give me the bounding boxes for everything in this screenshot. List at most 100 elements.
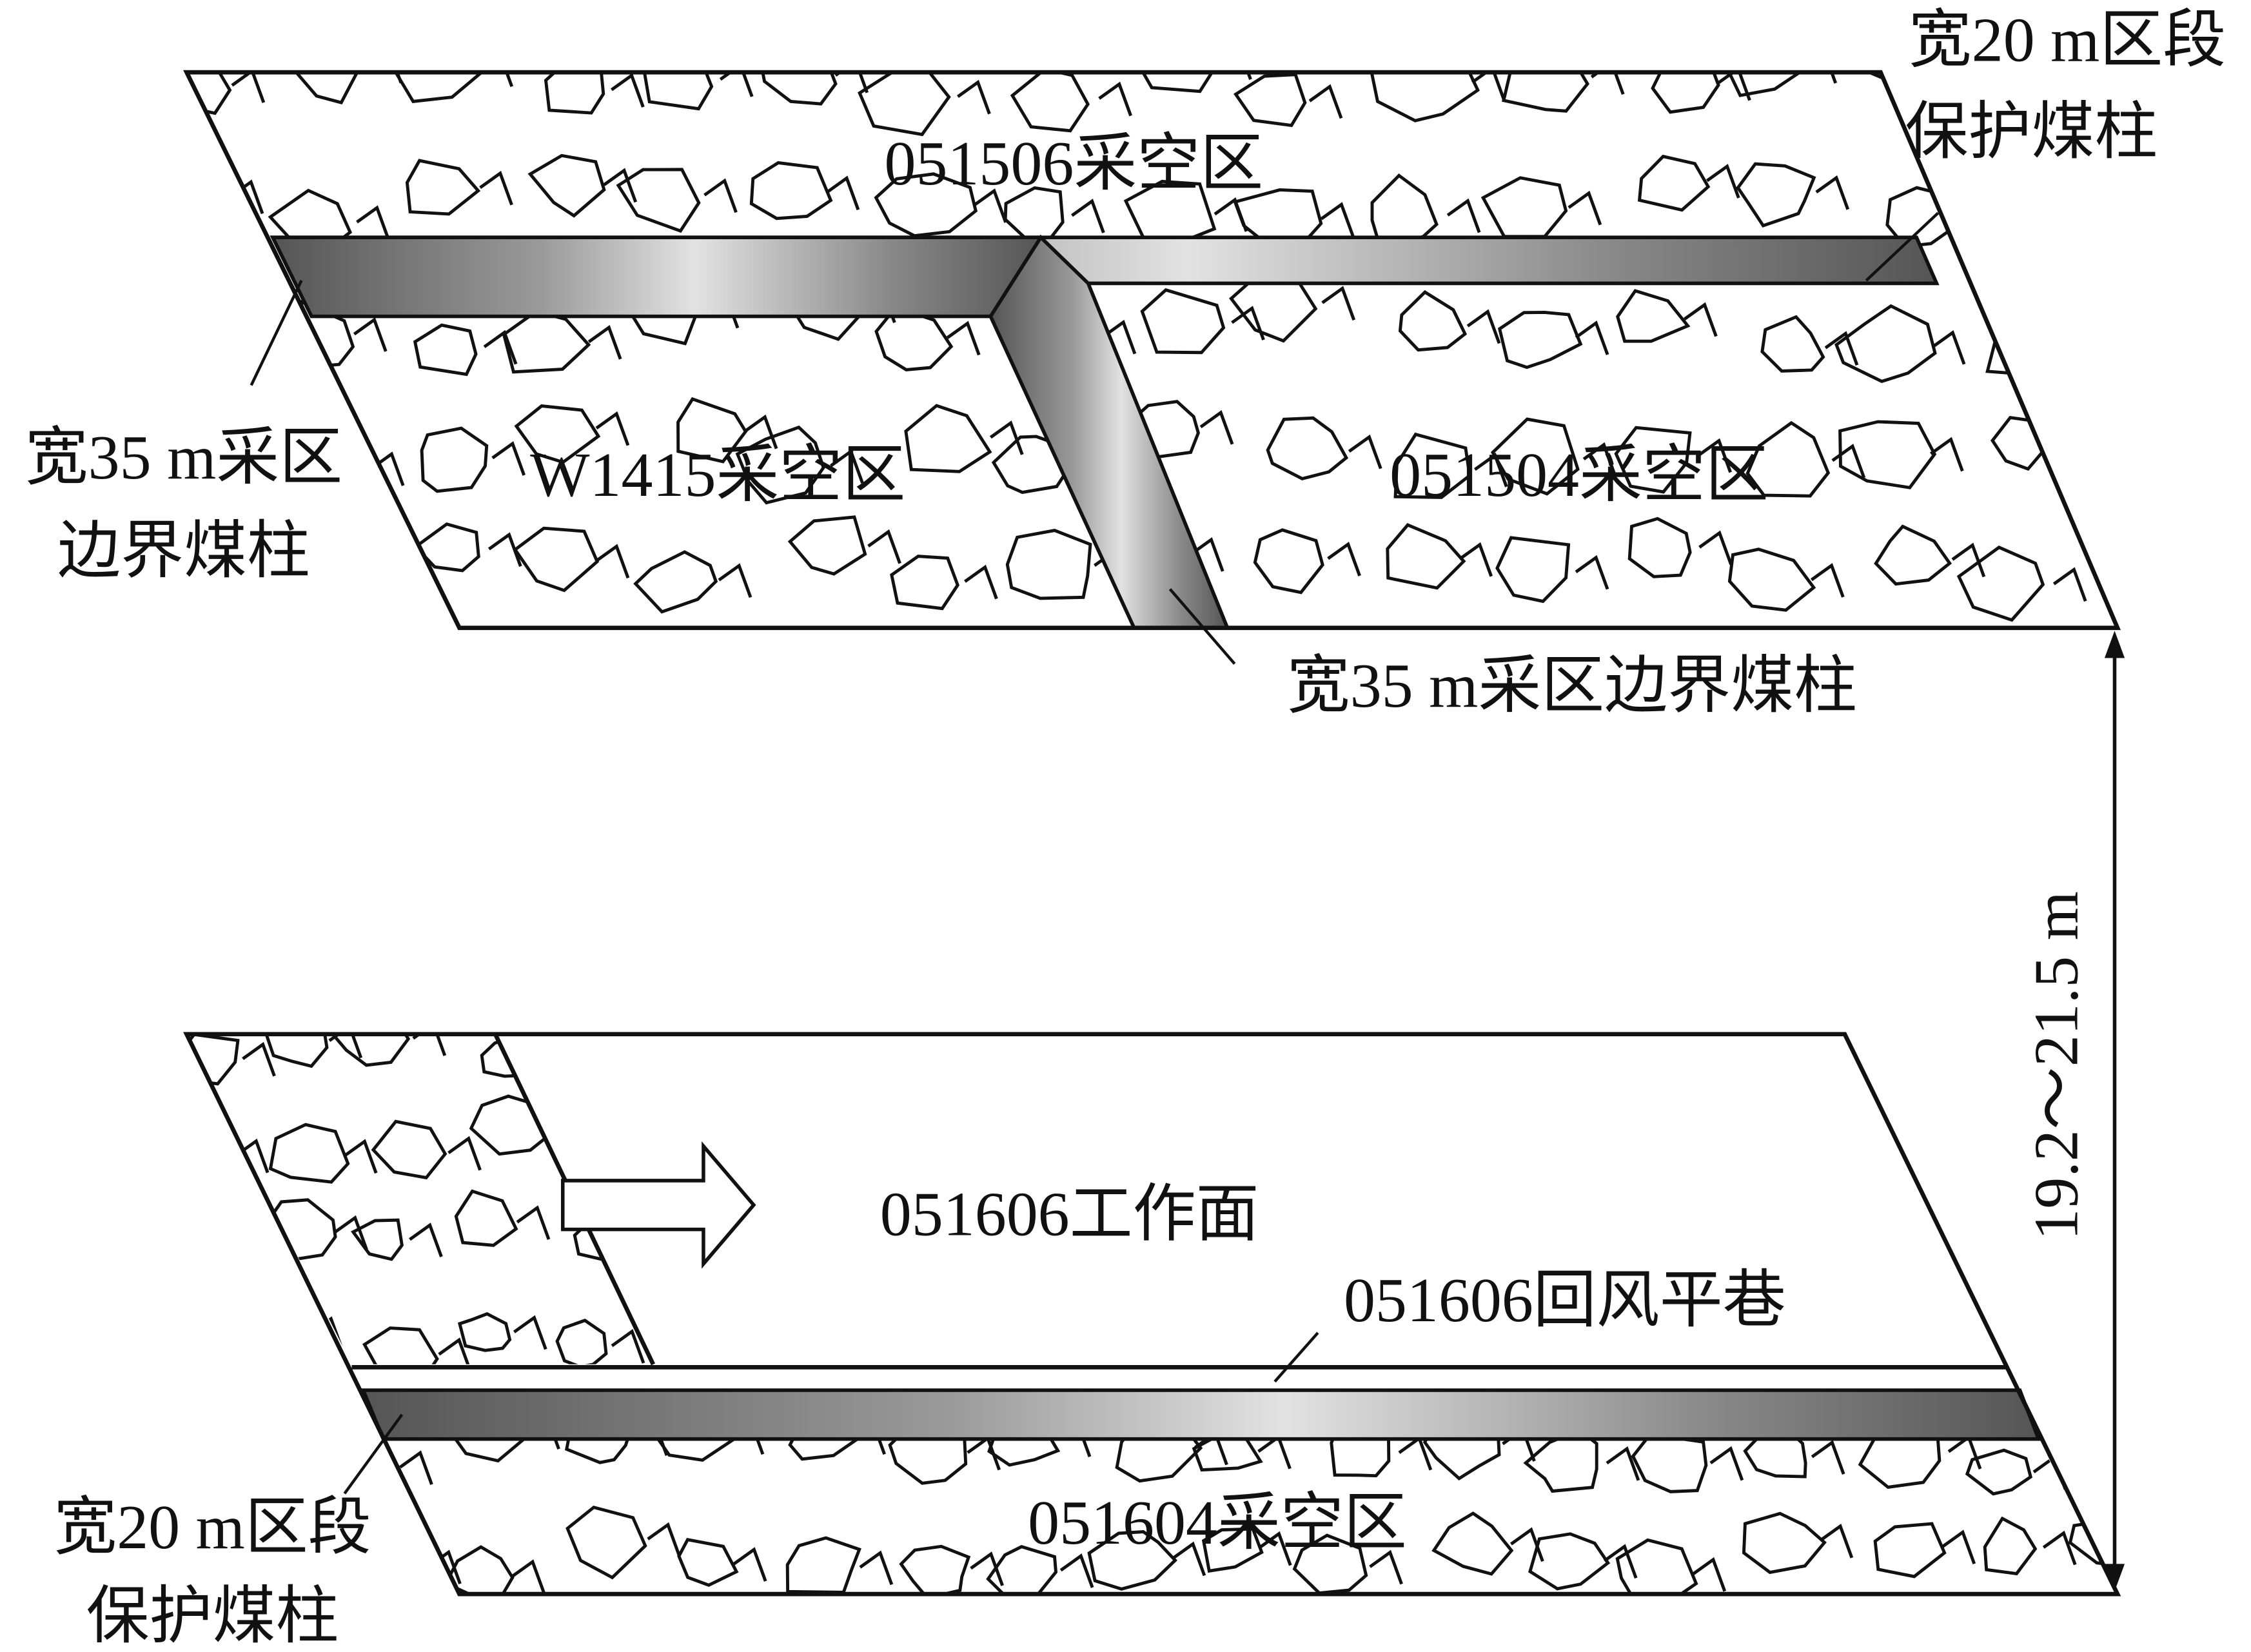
rock-fragment [651, 1439, 736, 1462]
rock-fragment [1495, 536, 1571, 604]
rock-fragment [1398, 290, 1468, 352]
rock-fragment [1370, 72, 1480, 123]
rock-crack [549, 1103, 584, 1138]
rock-fragment [858, 72, 951, 137]
rock-fragment [616, 168, 701, 233]
rock-fragment [1497, 310, 1583, 369]
rock-fragment [890, 555, 959, 611]
rock-fragment [1736, 162, 1816, 228]
label-goaf-051604: 051604采空区 [1028, 1488, 1407, 1558]
rock-crack [1692, 1557, 1727, 1592]
rock-fragment [758, 72, 838, 106]
rock-crack [1257, 1439, 1292, 1470]
rock-crack [1575, 320, 1609, 355]
rock-fragment [1490, 417, 1580, 496]
rock-crack [973, 188, 1007, 223]
rock-crack [703, 178, 738, 213]
rock-fragment [1858, 1439, 1941, 1490]
rock-fragment [1637, 154, 1711, 212]
rock-crack [242, 1041, 276, 1077]
rock-fragment [1627, 516, 1692, 578]
rock-crack [1684, 302, 1718, 337]
rock-crack [513, 1315, 547, 1350]
rock-crack [1218, 72, 1252, 80]
rock-fragment [1115, 1439, 1203, 1483]
rock-fragment [555, 1319, 608, 1364]
rock-fragment [1393, 432, 1471, 499]
rock-fragment [899, 1544, 971, 1595]
rock-crack [1941, 1529, 1976, 1565]
rock-fragment [268, 1123, 350, 1184]
pillar-35m-left [270, 235, 1043, 319]
rock-fragment [1386, 523, 1466, 590]
rock-fragment [186, 1231, 213, 1281]
rock-fragment [1631, 1439, 1708, 1493]
rock-crack [1257, 1531, 1292, 1566]
rock-crack [647, 1522, 682, 1557]
rock-crack [989, 420, 1024, 455]
rock-crack [1803, 72, 1838, 84]
rock-crack [970, 1551, 1004, 1586]
rock-fragment [1615, 1538, 1698, 1595]
rock-crack [611, 1329, 645, 1364]
rock-crack [719, 72, 754, 97]
rock-fragment [1874, 524, 1952, 586]
rock-crack [217, 1240, 251, 1275]
rock-fragment [454, 1189, 518, 1247]
rock-crack [1320, 202, 1355, 237]
rock-crack [1947, 1439, 1982, 1470]
rock-crack [1717, 72, 1751, 101]
rock-crack [1321, 286, 1356, 321]
rock-fragment [371, 1119, 447, 1180]
rock-crack [1575, 555, 1609, 590]
rock-fragment [502, 310, 591, 374]
rock-fragment [186, 72, 232, 115]
upper-panel-outline [183, 70, 2121, 631]
rock-crack [353, 317, 388, 352]
rock-fragment [785, 1536, 861, 1594]
rock-crack [1815, 175, 1850, 210]
rock-fragment [788, 1439, 858, 1461]
rock-crack [1398, 1439, 1433, 1471]
label-goaf-w1415: W1415采空区 [530, 440, 905, 510]
rock-fragment [677, 1538, 739, 1587]
rock-fragment [904, 404, 992, 473]
label-pillar-35m-mid: 宽35 m采区边界煤柱 [1287, 651, 1857, 721]
rock-crack [487, 532, 522, 567]
pillar-20m-bottom [360, 1388, 2041, 1441]
rock-crack [595, 544, 630, 579]
rock-crack [603, 168, 638, 203]
rock-fragment [186, 1122, 235, 1181]
rock-crack [1446, 198, 1481, 233]
rock-crack [1327, 542, 1361, 576]
rock-crack [732, 1547, 767, 1582]
rock-crack [1071, 199, 1105, 233]
rock-fragment [333, 1034, 411, 1067]
rock-crack [231, 72, 266, 103]
rock-crack [1059, 1553, 1094, 1588]
rock-fragment [735, 425, 825, 505]
rock-fragment [186, 1327, 236, 1364]
rock-fragment [676, 397, 748, 464]
rock-fragment [1616, 289, 1691, 343]
distance-dimension: 19.2～21.5 m [2022, 631, 2125, 1591]
rock-crack [2042, 1530, 2077, 1566]
rock-crack [1190, 537, 1224, 572]
label-goaf-051506: 051506采空区 [884, 129, 1263, 199]
rock-fragment [351, 1218, 404, 1261]
rock-fragment [2059, 1439, 2118, 1470]
rock-crack [1606, 1446, 1640, 1481]
rock-fragment [544, 72, 605, 115]
rock-crack [946, 320, 981, 356]
rock-crack [964, 564, 998, 600]
rock-crack [334, 1215, 368, 1250]
rock-crack [859, 1550, 894, 1586]
rock-fragment [1760, 315, 1825, 373]
rock-crack [2076, 331, 2110, 366]
rock-crack [1590, 72, 1625, 95]
rock-crack [611, 73, 645, 108]
rock-crack [1603, 1544, 1638, 1579]
rock-crack [1964, 199, 1999, 235]
rock-fragment [1330, 1439, 1391, 1478]
rock-fragment [1721, 72, 1804, 97]
